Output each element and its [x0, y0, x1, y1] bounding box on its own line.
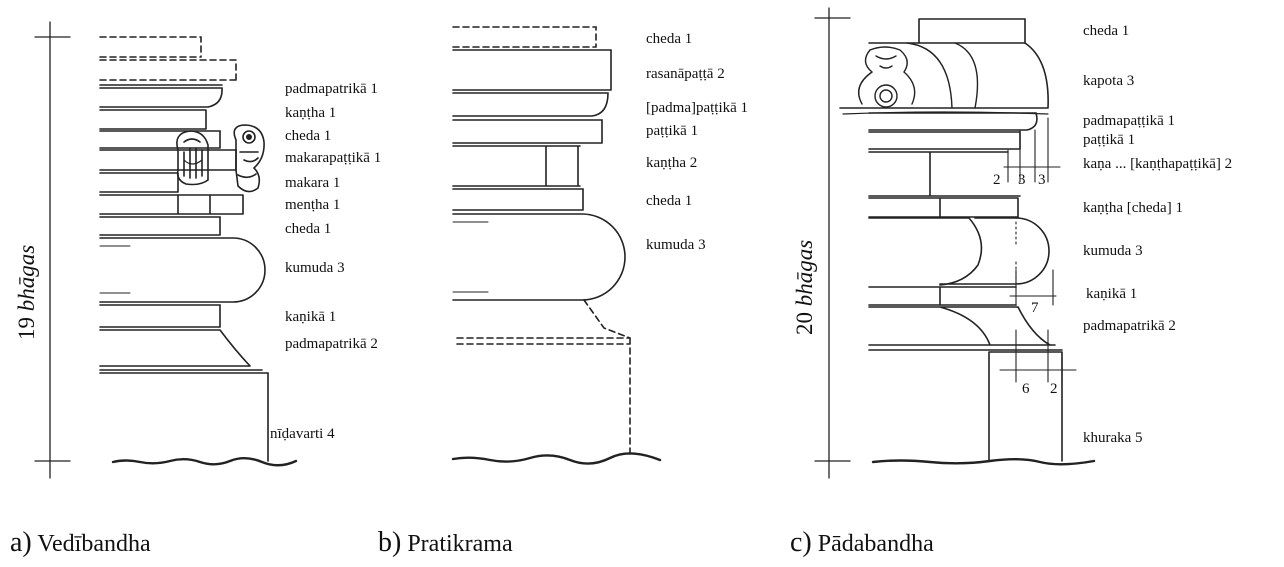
label-c-5: kaṇa ... [kaṇṭhapaṭṭikā] 2 [1083, 156, 1233, 172]
label-c-4: paṭṭikā 1 [1083, 132, 1136, 148]
label-b-4: paṭṭikā 1 [646, 123, 699, 139]
panel-b-drawing [451, 26, 662, 465]
caption-b-letter: b) [378, 527, 402, 558]
label-c-6: kaṇṭha [cheda] 1 [1083, 200, 1183, 216]
label-b-6: cheda 1 [646, 193, 693, 209]
label-c-1: cheda 1 [1083, 23, 1130, 39]
dim-c-4: 7 [1031, 300, 1039, 316]
label-a-8: kumuda 3 [285, 260, 345, 276]
label-b-1: cheda 1 [646, 31, 693, 47]
caption-b-name: Pratikrama [407, 531, 513, 557]
label-b-7: kumuda 3 [646, 237, 706, 253]
label-a-5: makara 1 [285, 175, 341, 191]
panel-c-height-label: 20 bhāgas [792, 239, 817, 335]
panel-c-height-scale [814, 7, 851, 479]
label-b-5: kaṇṭha 2 [646, 155, 698, 171]
dim-c-2: 3 [1018, 172, 1026, 188]
panel-a-drawing [34, 21, 298, 479]
panel-a-height-label: 19 bhāgas [14, 244, 39, 340]
caption-c: c) Pādabandha [790, 527, 934, 558]
label-a-2: kaṇṭha 1 [285, 105, 337, 121]
panel-c-dimensions [999, 117, 1077, 383]
label-b-2: rasanāpaṭṭā 2 [646, 66, 725, 82]
label-a-3: cheda 1 [285, 128, 332, 144]
caption-b: b) Pratikrama [378, 527, 513, 558]
label-a-1: padmapatrikā 1 [285, 81, 378, 97]
label-a-10: padmapatrikā 2 [285, 336, 378, 352]
panel-c-drawing [814, 7, 1096, 479]
label-c-3: padmapaṭṭikā 1 [1083, 113, 1176, 129]
dim-c-6: 2 [1050, 381, 1058, 397]
kapota-ornament [858, 46, 916, 108]
label-c-9: padmapatrikā 2 [1083, 318, 1176, 334]
panel-a-height-scale [34, 21, 71, 479]
caption-a-name: Vedībandha [37, 531, 151, 557]
label-c-8: kaṇikā 1 [1086, 286, 1138, 302]
caption-a-letter: a) [10, 527, 32, 558]
label-a-4: makarapaṭṭikā 1 [285, 150, 382, 166]
label-a-7: cheda 1 [285, 221, 332, 237]
label-c-7: kumuda 3 [1083, 243, 1143, 259]
caption-c-letter: c) [790, 527, 812, 558]
caption-a: a) Vedībandha [10, 527, 151, 558]
label-c-2: kapota 3 [1083, 73, 1135, 89]
dim-c-3: 3 [1038, 172, 1046, 188]
label-a-9: kaṇikā 1 [285, 309, 337, 325]
label-b-3: [padma]paṭṭikā 1 [646, 100, 749, 116]
caption-c-name: Pādabandha [817, 531, 934, 557]
dim-c-1: 2 [993, 172, 1001, 188]
label-a-6: menṭha 1 [285, 197, 341, 213]
label-a-11: nīḍavarti 4 [270, 426, 335, 442]
dim-c-5: 6 [1022, 381, 1030, 397]
makara-sculpture [176, 124, 265, 193]
label-c-10: khuraka 5 [1083, 430, 1143, 446]
